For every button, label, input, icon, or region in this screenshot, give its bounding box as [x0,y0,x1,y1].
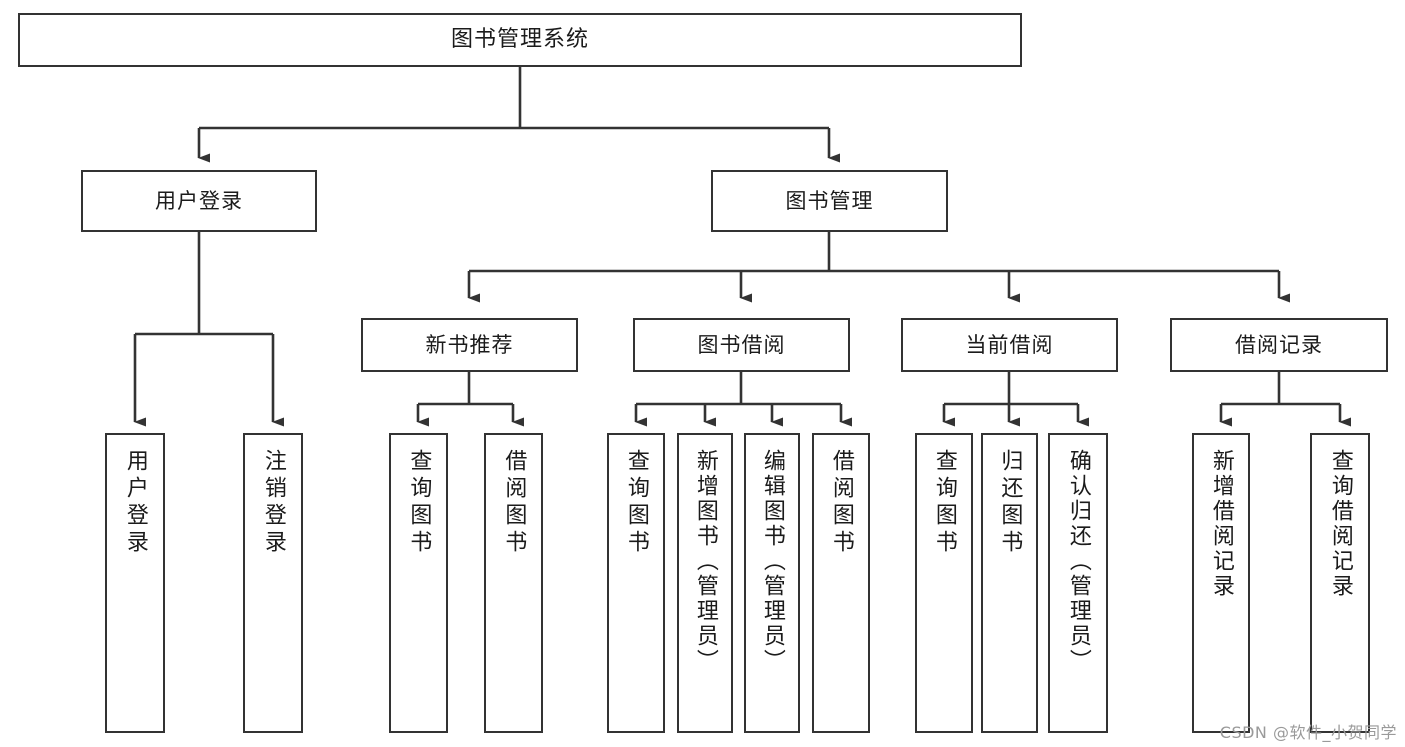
node-borrow-record[interactable]: 借阅记录 [1170,318,1388,372]
node-label: 图书管理 [785,188,874,213]
node-label: 图书借阅 [697,332,786,357]
node-root-system[interactable]: 图书管理系统 [18,13,1022,67]
node-user-login[interactable]: 用户登录 [81,170,317,232]
node-book-management[interactable]: 图书管理 [711,170,948,232]
node-label: 查询借阅记录 [1327,449,1353,599]
node-label: 确认归还（管理员） [1065,449,1091,674]
leaf-edit-book-admin[interactable]: 编辑图书（管理员） [744,433,800,733]
node-label: 新增借阅记录 [1208,449,1234,599]
node-label: 编辑图书（管理员） [759,449,785,674]
node-label: 查询图书 [623,449,649,557]
node-label: 借阅图书 [501,449,527,557]
node-label: 归还图书 [997,449,1023,557]
leaf-return-book[interactable]: 归还图书 [981,433,1038,733]
node-label: 借阅图书 [828,449,854,557]
node-label: 新增图书（管理员） [692,449,718,674]
leaf-query-book-borrow[interactable]: 查询图书 [607,433,665,733]
leaf-logout[interactable]: 注销登录 [243,433,303,733]
node-new-book-recommend[interactable]: 新书推荐 [361,318,578,372]
node-label: 注销登录 [260,449,286,557]
node-label: 用户登录 [155,188,243,213]
leaf-query-borrow-record[interactable]: 查询借阅记录 [1310,433,1370,733]
node-current-borrow[interactable]: 当前借阅 [901,318,1118,372]
leaf-confirm-return-admin[interactable]: 确认归还（管理员） [1048,433,1108,733]
csdn-watermark: CSDN @软件_小贺同学 [1219,723,1397,742]
node-label: 查询图书 [931,449,957,557]
leaf-user-login[interactable]: 用户登录 [105,433,165,733]
node-label: 查询图书 [406,449,432,557]
leaf-add-book-admin[interactable]: 新增图书（管理员） [677,433,733,733]
leaf-add-borrow-record[interactable]: 新增借阅记录 [1192,433,1250,733]
node-label: 借阅记录 [1235,332,1323,357]
leaf-borrow-book-recommend[interactable]: 借阅图书 [484,433,543,733]
leaf-borrow-book[interactable]: 借阅图书 [812,433,870,733]
node-book-borrow[interactable]: 图书借阅 [633,318,850,372]
node-label: 当前借阅 [965,332,1054,357]
leaf-query-book-current[interactable]: 查询图书 [915,433,973,733]
node-label: 用户登录 [122,449,148,557]
node-label: 新书推荐 [425,332,514,357]
leaf-query-book-recommend[interactable]: 查询图书 [389,433,448,733]
node-label: 图书管理系统 [450,27,589,53]
